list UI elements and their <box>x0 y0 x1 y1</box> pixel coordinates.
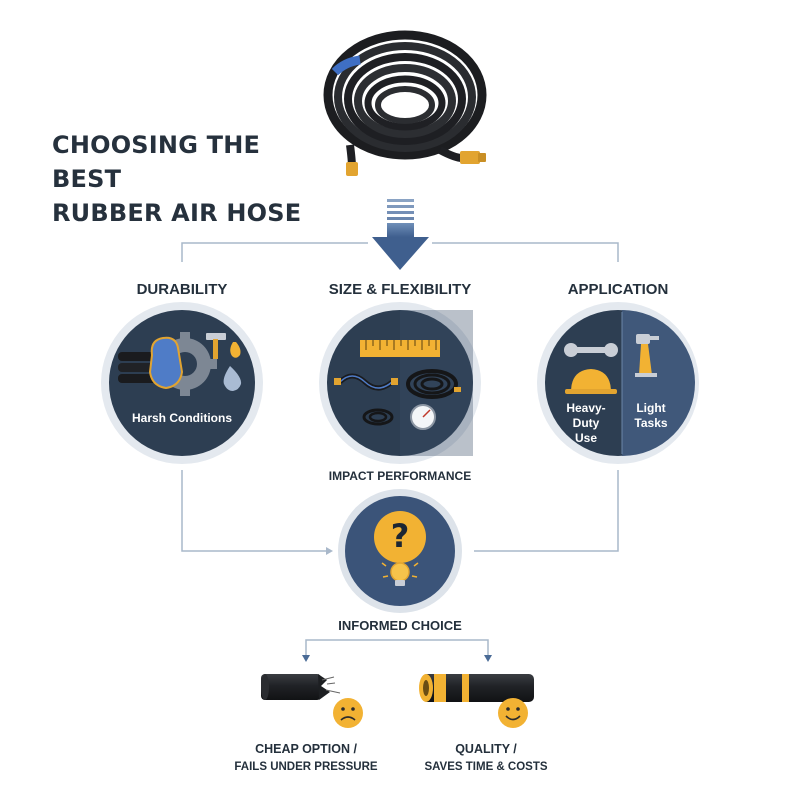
harsh-conditions-caption: Harsh Conditions <box>131 411 232 425</box>
size-flexibility-circle <box>319 302 481 464</box>
durability-circle <box>101 302 263 464</box>
impact-circle <box>338 489 462 613</box>
application-circle <box>537 302 699 464</box>
light-tasks-caption: Light Tasks <box>634 401 668 430</box>
quality-outcome: QUALITY / SAVES TIME & COSTS <box>376 740 596 776</box>
water-drop-icon <box>223 366 242 391</box>
coiled-hose-icon <box>406 369 458 399</box>
bent-hose-icon <box>334 373 398 391</box>
page-title: CHOOSING THE BEST RUBBER AIR HOSE <box>52 128 312 230</box>
cheap-option-outcome: CHEAP OPTION / FAILS UNDER PRESSURE <box>196 740 416 776</box>
title-line-1: CHOOSING THE BEST <box>52 131 261 193</box>
cheap-option-line-2: FAILS UNDER PRESSURE <box>234 761 378 773</box>
hard-hat-icon <box>565 369 617 394</box>
glove-icon <box>148 336 184 390</box>
ruler-icon <box>360 340 440 357</box>
connector-lines <box>181 242 619 662</box>
down-arrow-icon <box>372 199 429 270</box>
pressure-gauge-icon <box>410 404 436 430</box>
title-line-2: RUBBER AIR HOSE <box>52 199 302 227</box>
quality-line-2: SAVES TIME & COSTS <box>424 761 548 773</box>
impact-performance-label: IMPACT PERFORMANCE <box>328 469 472 483</box>
quality-line-1: QUALITY / <box>455 742 517 756</box>
fire-icon <box>230 342 241 358</box>
hose-bundle-icon <box>118 352 160 383</box>
wrench-icon <box>564 343 618 357</box>
question-icon: ? <box>390 517 410 555</box>
size-flexibility-label: SIZE & FLEXIBILITY <box>328 281 472 298</box>
durability-label: DURABILITY <box>136 281 228 298</box>
cheap-option-line-1: CHEAP OPTION / <box>255 742 357 756</box>
quality-hose-icon <box>419 674 534 702</box>
lightbulb-icon <box>381 562 419 586</box>
informed-choice-label: INFORMED CHOICE <box>338 618 462 633</box>
cheap-hose-icon <box>261 674 341 700</box>
spray-gun-icon <box>635 334 659 377</box>
sad-face-icon <box>333 698 363 728</box>
small-coil-icon <box>362 408 394 426</box>
application-label: APPLICATION <box>567 281 669 298</box>
happy-face-icon <box>498 698 528 728</box>
hammer-icon <box>206 333 226 359</box>
coiled-hose-hero <box>323 30 487 176</box>
heavy-duty-caption: Heavy-Duty Use <box>566 401 606 445</box>
